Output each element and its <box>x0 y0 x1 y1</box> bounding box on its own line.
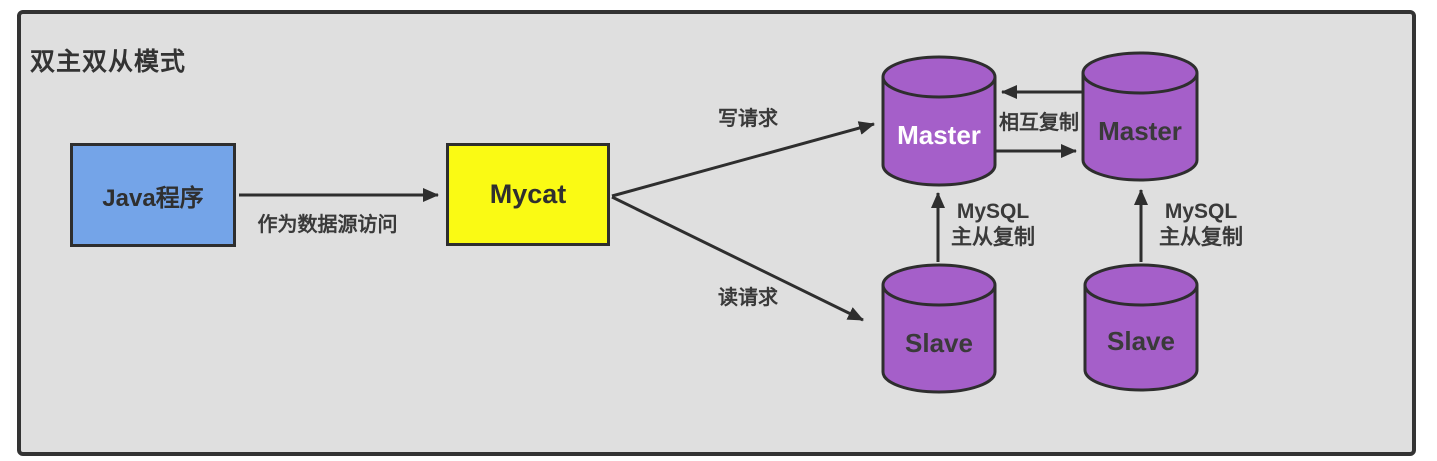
diagram-title: 双主双从模式 <box>30 48 187 76</box>
java-program-label: Java程序 <box>102 184 204 212</box>
edge-label-write-request: 写请求 <box>718 108 778 130</box>
java-program-node: Java程序 <box>70 143 236 247</box>
mycat-node: Mycat <box>446 143 610 246</box>
edge-label-read-request: 读请求 <box>718 287 778 309</box>
edge-label-mysql-replication-1: MySQL 主从复制 <box>951 200 1035 250</box>
edge-label-mysql-replication-2: MySQL 主从复制 <box>1159 200 1243 250</box>
mycat-label: Mycat <box>489 179 567 209</box>
edge-label-datasource-access: 作为数据源访问 <box>257 214 398 236</box>
edge-label-mutual-replication: 相互复制 <box>999 112 1079 134</box>
